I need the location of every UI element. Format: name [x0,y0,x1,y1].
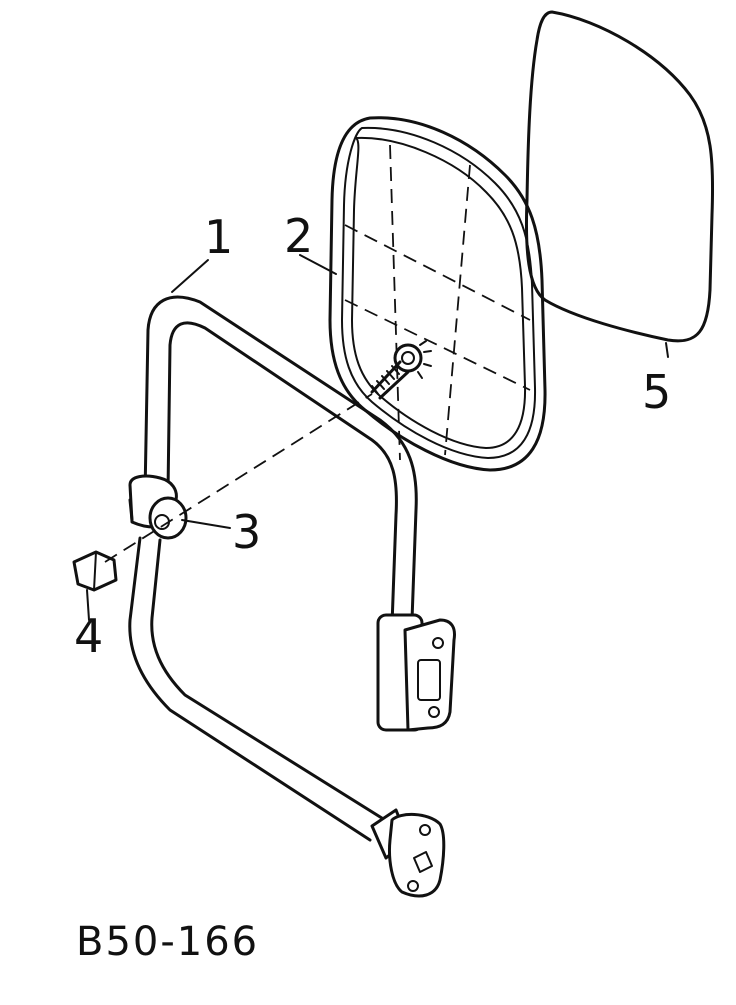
callout-2: 2 [284,209,313,263]
figure-code: B50-166 [76,919,259,965]
mirror-glass [524,10,715,358]
mirror-head [328,116,547,472]
leader-line-1 [171,259,209,293]
callout-3: 3 [232,505,261,559]
clamp [128,474,188,540]
callout-1: 1 [204,210,233,264]
center-line [104,393,373,563]
callout-5: 5 [642,365,671,419]
callout-4: 4 [74,609,103,663]
leader-line-3 [181,519,231,529]
mirror-arm [128,295,456,898]
leader-line-2 [299,254,337,275]
